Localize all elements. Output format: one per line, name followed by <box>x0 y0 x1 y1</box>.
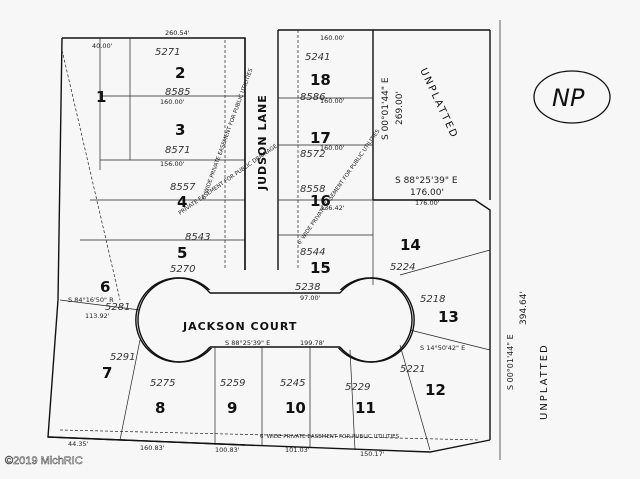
bearing-b1: S 88°25'39" E <box>395 176 458 186</box>
jackson-court-label: JACKSON COURT <box>182 320 297 333</box>
dim-10: 160.83' <box>140 444 165 452</box>
dim-11: 100.83' <box>215 446 240 454</box>
dim-4: 156.00' <box>160 160 185 168</box>
addr-lot-13: 5218 <box>420 294 445 305</box>
addr-extra-4: 5270 <box>170 264 195 275</box>
dimensions: 40.00' 260.54' 160.00' 156.00' 160.00' 1… <box>68 29 440 458</box>
addr-lot-7: 5291 <box>110 352 135 363</box>
addr-lot-12: 5221 <box>400 364 425 375</box>
dim-5: 160.00' <box>320 34 345 42</box>
addr-extra-1: 5271 <box>155 47 180 58</box>
south-block-lines <box>47 339 491 453</box>
lot-6: 6 <box>100 278 110 296</box>
unplatted-region-lines <box>373 20 501 460</box>
dim-1: 40.00' <box>92 42 113 50</box>
lot-18: 18 <box>310 71 331 89</box>
addr-lot-16: 8558 <box>300 184 325 195</box>
addr-extra-2: 5241 <box>305 52 330 63</box>
np-stamp-label: NP <box>552 84 585 112</box>
bearing-b9: 199.78' <box>300 339 325 347</box>
lot-addresses: 8585 8571 8557 8543 5281 5291 5275 5259 … <box>105 47 445 393</box>
lot-7: 7 <box>102 364 112 382</box>
dim-8: 113.92' <box>85 312 110 320</box>
lot-4: 4 <box>177 193 187 211</box>
lot-13: 13 <box>438 308 459 326</box>
np-stamp: NP <box>533 70 611 124</box>
bearing-b8: S 88°25'39" E <box>225 339 270 347</box>
judson-lane-label: JUDSON LANE <box>256 94 269 191</box>
addr-lot-11: 5229 <box>345 382 370 393</box>
watermark: ©2019 MichRIC <box>5 455 83 467</box>
lot-14: 14 <box>400 236 421 254</box>
unplatted-label-east: UNPLATTED <box>539 343 550 420</box>
bearing-b5: 394.64' <box>519 291 529 325</box>
lot-2: 2 <box>175 64 185 82</box>
addr-lot-2: 8585 <box>165 87 190 98</box>
addr-extra-3: 8544 <box>300 247 325 258</box>
addr-lot-5: 8543 <box>185 232 210 243</box>
addr-lot-8: 5275 <box>150 378 175 389</box>
dim-12: 101.03' <box>285 446 310 454</box>
lot-9: 9 <box>227 399 237 417</box>
lot-numbers: 1 2 3 4 5 6 7 8 9 10 11 12 13 14 15 16 1… <box>96 64 459 417</box>
bearing-b3: S 00°01'44" E <box>381 77 391 140</box>
lot-12: 12 <box>425 381 446 399</box>
addr-lot-14: 5224 <box>390 262 415 273</box>
jackson-court-road <box>135 277 415 363</box>
dim-2: 260.54' <box>165 29 190 37</box>
addr-lot-15: 5238 <box>295 282 320 293</box>
addr-lot-9: 5259 <box>220 378 245 389</box>
lot-8: 8 <box>155 399 165 417</box>
lot-16: 16 <box>310 192 331 210</box>
lot-17: 17 <box>310 129 331 147</box>
dim-15: 160.00' <box>320 144 345 152</box>
bearing-b10: S 14°50'42" E <box>420 344 465 352</box>
bearing-b7: S 84°16'50" R <box>68 296 114 304</box>
lot-15: 15 <box>310 259 331 277</box>
judson-lane-road <box>244 30 279 270</box>
addr-lot-18: 8586 <box>300 92 325 103</box>
dim-7: 97.00' <box>300 294 321 302</box>
addr-lot-4: 8557 <box>170 182 196 193</box>
dim-16: 176.00' <box>415 199 440 207</box>
lot-10: 10 <box>285 399 306 417</box>
bearings: S 88°25'39" E 176.00' S 00°01'44" E 269.… <box>68 77 529 390</box>
easement-bottom: 6' WIDE PRIVATE EASEMENT FOR PUBLIC UTIL… <box>260 434 400 440</box>
dim-14: 160.00' <box>320 97 345 105</box>
lot-11: 11 <box>355 399 376 417</box>
lot-5: 5 <box>177 244 187 262</box>
bearing-b4: 269.00' <box>395 91 405 125</box>
dim-9: 44.35' <box>68 440 89 448</box>
lot-3: 3 <box>175 121 185 139</box>
bearing-b6: S 00°01'44" E <box>506 334 515 390</box>
dim-13: 150.17' <box>360 450 385 458</box>
addr-lot-10: 5245 <box>280 378 305 389</box>
addr-lot-17: 8572 <box>300 149 325 160</box>
bearing-b2: 176.00' <box>410 188 444 198</box>
lot-1: 1 <box>96 88 106 106</box>
addr-lot-6: 5281 <box>105 302 130 313</box>
dim-6: 136.42' <box>320 204 345 212</box>
addr-lot-3: 8571 <box>165 145 190 156</box>
dim-3: 160.00' <box>160 98 185 106</box>
